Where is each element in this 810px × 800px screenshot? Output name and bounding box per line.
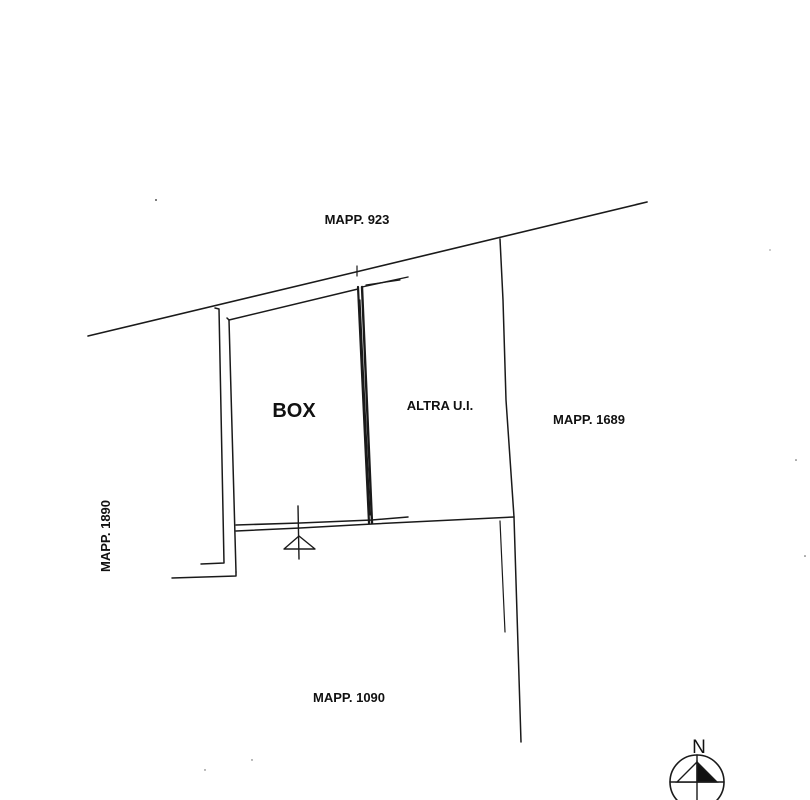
dividing-wall-outer: [356, 285, 371, 525]
east-boundary-line: [499, 238, 522, 743]
dividing-wall-fill: [359, 299, 371, 516]
label-mapp-south: MAPP. 1090: [313, 690, 385, 705]
dividing-wall-inner: [360, 285, 374, 525]
box-inner-west-wall: [228, 319, 237, 573]
label-box: BOX: [272, 400, 316, 422]
north-compass: N: [669, 737, 725, 800]
compass-north-label: N: [692, 737, 706, 758]
label-mapp-north: MAPP. 923: [325, 212, 390, 227]
scan-specks: [155, 199, 806, 771]
east-boundary-inner-line: [499, 520, 506, 633]
box-front-wall-lower: [235, 516, 515, 532]
north-boundary-line: [87, 201, 648, 337]
compass-rose-icon: [669, 754, 725, 800]
altra-ui-north-wall-inner: [365, 279, 401, 286]
box-inner-wall: [226, 288, 359, 321]
box-southwest-corner-wall: [171, 571, 237, 579]
label-mapp-east: MAPP. 1689: [553, 412, 625, 427]
label-altra-ui: ALTRA U.I.: [407, 398, 473, 413]
box-front-wall-upper: [235, 516, 409, 526]
box-outer-west-wall: [200, 307, 225, 565]
label-mapp-west: MAPP. 1890: [98, 500, 113, 572]
entrance-marker: [283, 505, 316, 560]
